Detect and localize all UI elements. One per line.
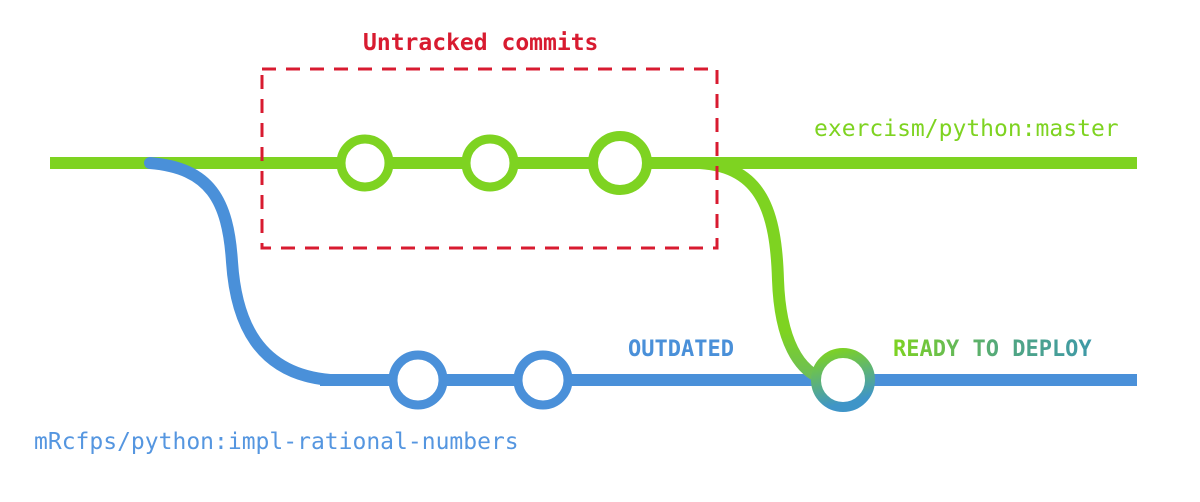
feature-branch-fork-curve: [144, 157, 336, 386]
master-merge-curve: [694, 157, 834, 386]
master-commit-1[interactable]: [336, 134, 394, 192]
feature-branch-label: mRcfps/python:impl-rational-numbers: [34, 429, 519, 455]
feature-commit-1[interactable]: [388, 350, 448, 410]
master-commit-3[interactable]: [588, 131, 652, 195]
master-branch-label: exercism/python:master: [814, 116, 1119, 142]
untracked-commits-box: [260, 67, 719, 250]
feature-commit-2[interactable]: [513, 350, 573, 410]
outdated-status-label: OUTDATED: [628, 337, 734, 362]
ready-to-deploy-status-label: READY TO DEPLOY: [893, 337, 1092, 362]
merge-commit[interactable]: [811, 348, 875, 412]
untracked-commits-label: Untracked commits: [363, 30, 599, 56]
master-commit-2[interactable]: [461, 134, 519, 192]
